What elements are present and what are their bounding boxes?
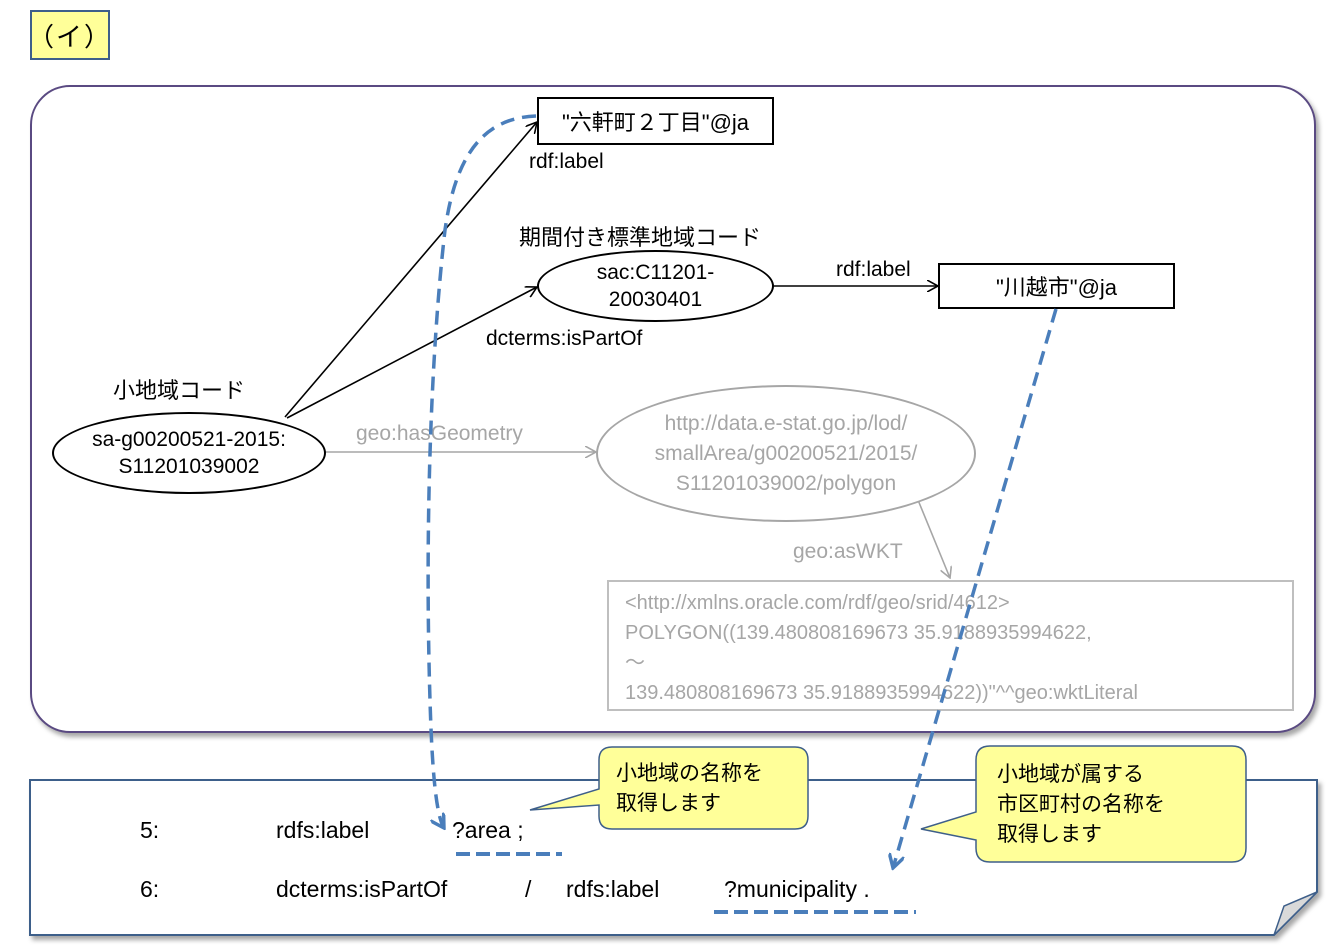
wkt-literal-box: <http://xmlns.oracle.com/rdf/geo/srid/46…: [607, 580, 1294, 711]
callout-area-line2: 取得します: [616, 792, 721, 815]
callout-municipality-line3: 取得します: [997, 823, 1102, 846]
query-line5-predicate: rdfs:label: [276, 817, 370, 843]
query-note-fold: [1273, 891, 1318, 936]
section-badge: （イ）: [28, 10, 110, 60]
callout-municipality-text: 小地域が属する 市区町村の名称を 取得します: [997, 760, 1165, 850]
query-line6-slash: /: [525, 876, 532, 902]
area-label-literal: "六軒町２丁目"@ja: [537, 97, 774, 145]
geometry-node-line3: S11201039002/polygon: [675, 471, 897, 495]
edge-label-rdf-label-top: rdf:label: [529, 150, 604, 173]
query-line6-variable: ?municipality .: [724, 876, 870, 902]
query-line5-variable: ?area ;: [452, 817, 524, 843]
callout-area-text: 小地域の名称を 取得します: [616, 759, 763, 819]
wkt-line-1: <http://xmlns.oracle.com/rdf/geo/srid/46…: [625, 592, 1010, 614]
wkt-line-2: POLYGON((139.480808169673 35.91889359946…: [625, 622, 1092, 644]
callout-municipality-line1: 小地域が属する: [997, 763, 1144, 786]
sac-node-line2: 20030401: [608, 288, 703, 311]
callout-municipality-line2: 市区町村の名称を: [997, 793, 1165, 816]
sac-caption: 期間付き標準地域コード: [519, 225, 762, 250]
small-area-caption: 小地域コード: [113, 378, 246, 403]
small-area-node-line1: sa-g00200521-2015:: [92, 428, 286, 451]
query-line6-predicate2: rdfs:label: [566, 876, 660, 902]
municipality-literal: "川越市"@ja: [938, 263, 1175, 309]
query-line6-predicate1: dcterms:isPartOf: [276, 876, 448, 902]
geometry-node-line2: smallArea/g00200521/2015/: [654, 441, 918, 465]
sac-node-line1: sac:C11201-: [596, 261, 715, 284]
query-line6-number: 6:: [140, 876, 160, 902]
edge-label-as-wkt: geo:asWKT: [793, 540, 903, 563]
wkt-line-4: 139.480808169673 35.9188935994622))"^^ge…: [625, 682, 1138, 704]
geometry-node: http://data.e-stat.go.jp/lod/smallArea/g…: [596, 385, 976, 522]
small-area-node-line2: S11201039002: [118, 455, 260, 478]
callout-area-line1: 小地域の名称を: [616, 762, 763, 785]
wkt-line-3: ～: [625, 652, 645, 674]
geometry-node-line1: http://data.e-stat.go.jp/lod/: [664, 411, 908, 435]
sac-node: sac:C11201- 20030401: [537, 250, 774, 322]
small-area-node: sa-g00200521-2015: S11201039002: [52, 412, 326, 494]
query-line5-number: 5:: [140, 817, 160, 843]
edge-label-rdf-label-right: rdf:label: [836, 258, 911, 281]
edge-label-is-part-of: dcterms:isPartOf: [486, 327, 643, 350]
edge-label-has-geometry: geo:hasGeometry: [356, 422, 523, 445]
